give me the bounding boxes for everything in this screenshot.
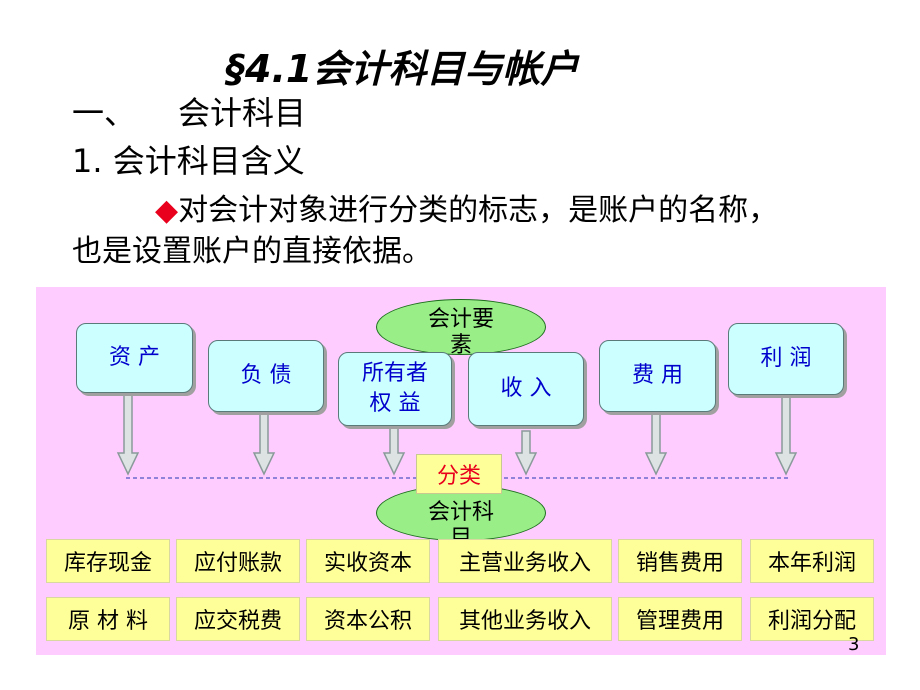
account-row1-4: 主营业务收入 — [438, 539, 612, 583]
page-number: 3 — [848, 634, 860, 655]
section-heading: 一、 会计科目 — [72, 88, 306, 134]
account-row2-3: 资本公积 — [306, 597, 430, 641]
account-row1-5: 销售费用 — [618, 539, 742, 583]
element-owners-equity: 所有者 权 益 — [338, 352, 452, 426]
definition-line-1: ◆对会计对象进行分类的标志，是账户的名称， — [155, 185, 778, 229]
account-classification-diagram: 会计要 素 资 产 负 债 所有者 权 益 收 入 费 用 利 润 会计科 目 … — [36, 287, 886, 655]
element-assets-label: 资 产 — [109, 345, 160, 370]
element-equity-label-2: 权 益 — [369, 391, 421, 416]
ellipse-top-text-1: 会计要 — [427, 307, 494, 332]
down-arrow-profit — [774, 392, 798, 476]
element-assets: 资 产 — [76, 323, 193, 393]
diamond-bullet-icon: ◆ — [155, 193, 179, 228]
ellipse-bottom-text-1: 会计科 — [427, 500, 494, 525]
section-number: 一、 — [72, 94, 137, 132]
section-heading-text: 会计科目 — [178, 94, 307, 132]
element-liabilities: 负 债 — [208, 340, 324, 412]
account-row2-5: 管理费用 — [618, 597, 742, 641]
slide-title: §4.1会计科目与帐户 — [226, 47, 579, 91]
down-arrow-equity — [382, 422, 406, 476]
account-row2-6: 利润分配 — [750, 597, 874, 641]
account-row1-3: 实收资本 — [306, 539, 430, 583]
subsection-heading: 1. 会计科目含义 — [72, 142, 305, 180]
element-liabilities-label: 负 债 — [240, 363, 292, 388]
definition-line-2: 也是设置账户的直接依据。 — [72, 234, 432, 269]
element-equity-label-1: 所有者 — [361, 361, 428, 386]
account-row2-1: 原 材 料 — [46, 597, 170, 641]
element-profit: 利 润 — [728, 323, 844, 395]
element-revenue-label: 收 入 — [500, 376, 552, 401]
element-revenue: 收 入 — [468, 352, 584, 426]
down-arrow-liabilities — [252, 408, 276, 476]
element-expenses-label: 费 用 — [632, 363, 683, 388]
accounting-elements-ellipse: 会计要 素 — [376, 299, 546, 358]
element-expenses: 费 用 — [599, 340, 716, 412]
definition-text-1: 对会计对象进行分类的标志，是账户的名称， — [178, 193, 779, 228]
account-row1-1: 库存现金 — [46, 539, 170, 583]
account-row1-6: 本年利润 — [750, 539, 874, 583]
down-arrow-assets — [116, 386, 140, 476]
account-row2-2: 应交税费 — [176, 597, 300, 641]
down-arrow-expenses — [644, 410, 668, 476]
down-arrow-revenue — [514, 430, 538, 476]
account-row1-2: 应付账款 — [176, 539, 300, 583]
account-row2-4: 其他业务收入 — [438, 597, 612, 641]
ellipse-top-text-2: 素 — [449, 333, 472, 358]
classify-label: 分类 — [416, 454, 502, 494]
element-profit-label: 利 润 — [760, 346, 812, 371]
